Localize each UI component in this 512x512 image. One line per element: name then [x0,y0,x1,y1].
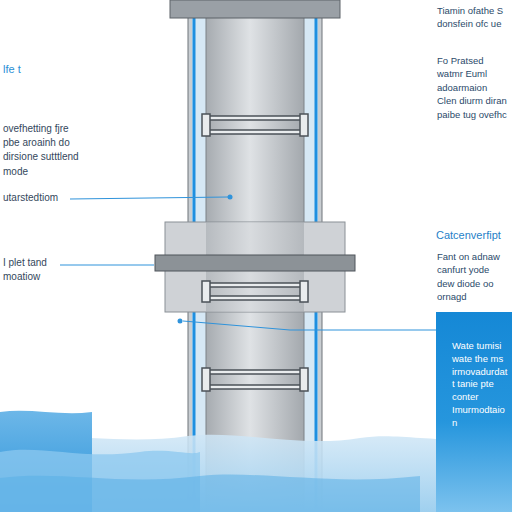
part-label: I plet tand moatiow [3,256,59,284]
side-note: Fant on adnaw canfurt yode dew diode oo … [437,250,509,304]
part-label: utarstedtiom [3,191,58,205]
clamp-rungs [202,114,308,391]
info-panel: Wate tumisi wate the ms irmovadurdatt ta… [436,312,512,512]
side-note: Fo Pratsed watmr Euml adoarmaion Clen di… [437,54,509,121]
header-note: Tiamin ofathe S donsfein ofc ue [437,4,509,31]
flange-plate [155,255,355,271]
leader-lines [60,197,436,330]
corner-label: lfe t [3,62,25,78]
side-note: ovefhetting fjre pbe aroainh do dirsione… [3,122,87,179]
leader-dot [178,319,183,324]
panel-text: Wate tumisi wate the ms irmovadurdatt ta… [452,340,508,430]
section-heading: Catcenverfipt [436,228,501,244]
leader-dot [228,195,233,200]
top-flange [170,0,340,18]
